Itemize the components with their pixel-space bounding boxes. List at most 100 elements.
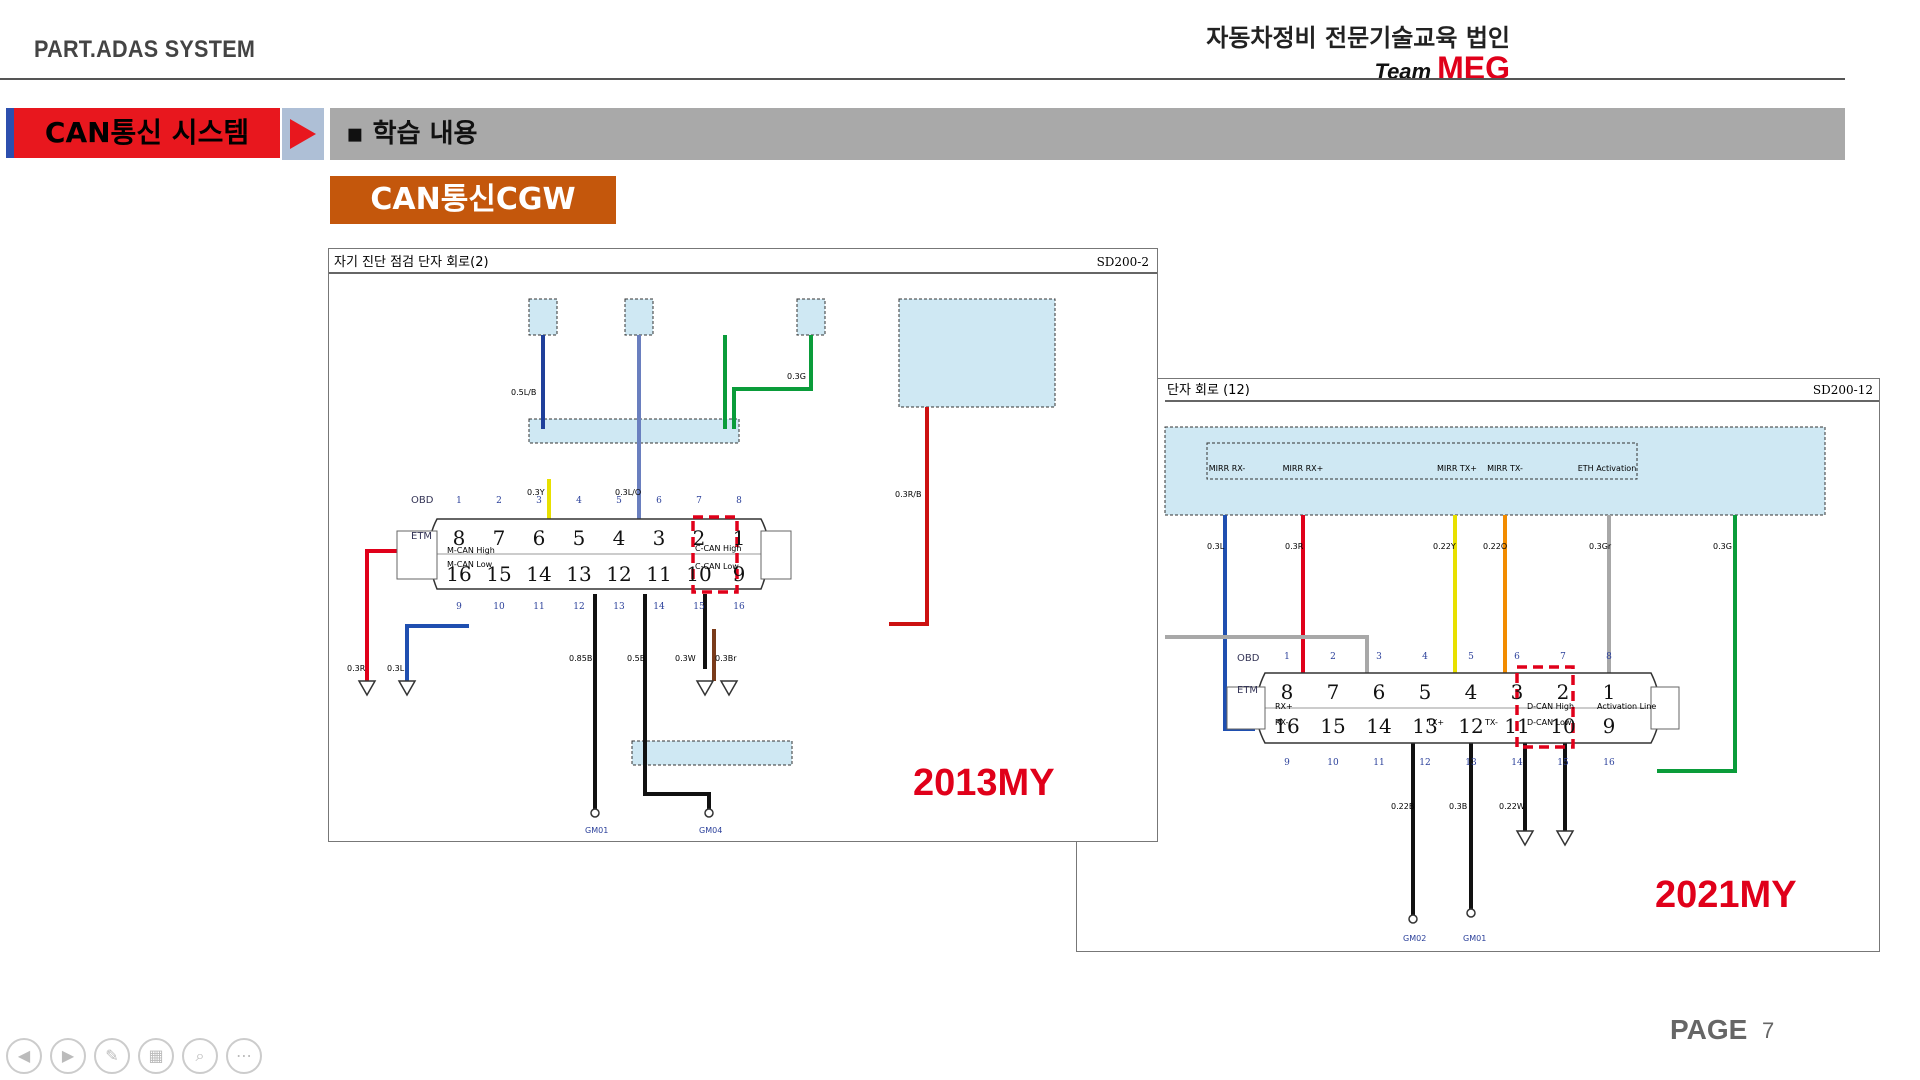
ground-label: GM01: [585, 826, 608, 835]
pin-number: 12: [606, 562, 631, 586]
obd-pin-number: 5: [616, 496, 622, 506]
module-label: MIRR RX+: [1283, 464, 1324, 473]
obd-pin-number: 15: [693, 602, 705, 612]
obd-pin-number: 14: [653, 602, 665, 612]
obd-pin-number: 12: [1419, 758, 1430, 768]
obd-connector-2013: [396, 515, 792, 594]
wire-label: 0.3L/O: [615, 488, 641, 497]
slides-icon[interactable]: ▦: [138, 1038, 174, 1074]
obd-pin-number: 5: [1468, 652, 1474, 662]
obd-pin-number: 12: [573, 602, 584, 612]
prev-icon[interactable]: ◀: [6, 1038, 42, 1074]
wire-label: 0.22B: [1391, 802, 1414, 811]
team-prefix: Team: [1374, 59, 1432, 84]
wire-label: 0.5B: [627, 654, 645, 663]
pin-number: 16: [1274, 714, 1299, 738]
m-can-high-label: M-CAN High: [447, 546, 495, 555]
wire-label: 0.3W: [675, 654, 696, 663]
pin-number: 3: [653, 526, 666, 550]
obd-pin-number: 8: [736, 496, 742, 506]
team-brand: MEG: [1437, 50, 1510, 86]
module-label: MIRR RX-: [1209, 464, 1246, 473]
pin-number: 13: [1412, 714, 1437, 738]
module-label: ETH Activation: [1578, 464, 1637, 473]
subtopic-label: CAN통신CGW: [330, 176, 616, 224]
obd-pin-number: 14: [1511, 758, 1523, 768]
diagram-code: SD200-12: [1813, 383, 1873, 397]
wire-label: 0.3G: [1713, 542, 1732, 551]
mirr-box: [1206, 442, 1638, 480]
part-label: PART.ADAS SYSTEM: [34, 36, 256, 63]
diagram-2013: 자기 진단 점검 단자 회로(2) SD200-2: [328, 248, 1158, 842]
c-can-low-label: C-CAN Low: [695, 562, 739, 571]
pin-number: 3: [1511, 680, 1524, 704]
year-label-2021: 2021MY: [1655, 874, 1797, 916]
pin-number: 2: [1557, 680, 1570, 704]
pin-number: 13: [566, 562, 591, 586]
slide-nav-controls: ◀ ▶ ✎ ▦ ⌕ ⋯: [6, 1038, 262, 1074]
pin-number: 12: [1458, 714, 1483, 738]
obd-pin-number: 2: [1330, 652, 1336, 662]
obd-pin-number: 7: [1560, 652, 1566, 662]
wire-label: 0.5L/B: [511, 388, 536, 397]
pen-icon[interactable]: ✎: [94, 1038, 130, 1074]
pin-number: 9: [733, 562, 746, 586]
pin-number: 10: [1550, 714, 1575, 738]
pin-number: 16: [446, 562, 471, 586]
obd-pin-number: 9: [456, 602, 462, 612]
diagram-title: 자기 진단 점검 단자 회로(2): [334, 255, 489, 270]
module-boxes: [528, 298, 1056, 766]
module-box: [1164, 426, 1826, 516]
d-can-low-label: D-CAN Low: [1527, 718, 1572, 727]
header-divider: [0, 78, 1845, 80]
obd-pin-number: 4: [1422, 652, 1428, 662]
wire-label: 0.85B: [569, 654, 592, 663]
pin-number: 15: [486, 562, 511, 586]
pin-number: 5: [1419, 680, 1432, 704]
pin-number: 6: [533, 526, 546, 550]
obd-pin-number: 10: [1327, 758, 1339, 768]
pin-number: 8: [1281, 680, 1294, 704]
pin-number: 4: [613, 526, 626, 550]
pin-number: 4: [1465, 680, 1478, 704]
obd-connector-2021: [1226, 665, 1680, 749]
obd-pin-number: 13: [1465, 758, 1477, 768]
wire-label: 0.3Gr: [1589, 542, 1612, 551]
rx-minus-label: RX-: [1275, 718, 1289, 727]
wiring-diagram-2013: 자기 진단 점검 단자 회로(2) SD200-2: [329, 255, 1157, 835]
wire-label: 0.3R: [1285, 542, 1304, 551]
ground-label: GM02: [1403, 934, 1426, 943]
pin-number: 11: [646, 562, 671, 586]
wiring-diagram-2021: 단자 회로 (12) SD200-12 MIRR RX-MIRR RX+MIRR…: [1164, 383, 1879, 943]
activation-line-label: Activation Line: [1597, 702, 1656, 711]
pin-number: 7: [1327, 680, 1340, 704]
pin-number: 11: [1504, 714, 1529, 738]
pin-number: 14: [526, 562, 551, 586]
pin-number: 9: [1603, 714, 1616, 738]
obd-pin-number: 7: [696, 496, 702, 506]
pin-number: 1: [733, 526, 746, 550]
page-label: PAGE: [1670, 1014, 1748, 1045]
obd-label: OBD: [411, 495, 434, 506]
ground-label: GM04: [699, 826, 722, 835]
more-icon[interactable]: ⋯: [226, 1038, 262, 1074]
obd-pin-number: 9: [1284, 758, 1290, 768]
obd-pin-number: 16: [733, 602, 745, 612]
zoom-icon[interactable]: ⌕: [182, 1038, 218, 1074]
diagram-title: 단자 회로 (12): [1167, 383, 1250, 398]
c-can-high-label: C-CAN High: [695, 544, 741, 553]
diagram-code: SD200-2: [1097, 255, 1149, 269]
obd-pin-number: 1: [1284, 652, 1290, 662]
obd-pin-number: 6: [1514, 652, 1520, 662]
next-icon[interactable]: ▶: [50, 1038, 86, 1074]
organization-name: 자동차정비 전문기술교육 법인: [1206, 24, 1510, 52]
ground-label: GM01: [1463, 934, 1486, 943]
wire-label: 0.22O: [1483, 542, 1507, 551]
wire-label: 0.3R/B: [895, 490, 921, 499]
wire-label: 0.22Y: [1433, 542, 1456, 551]
etm-label: ETM: [411, 531, 432, 542]
wire-label: 0.3G: [787, 372, 806, 381]
d-can-high-label: D-CAN High: [1527, 702, 1574, 711]
obd-pin-number: 1: [456, 496, 462, 506]
